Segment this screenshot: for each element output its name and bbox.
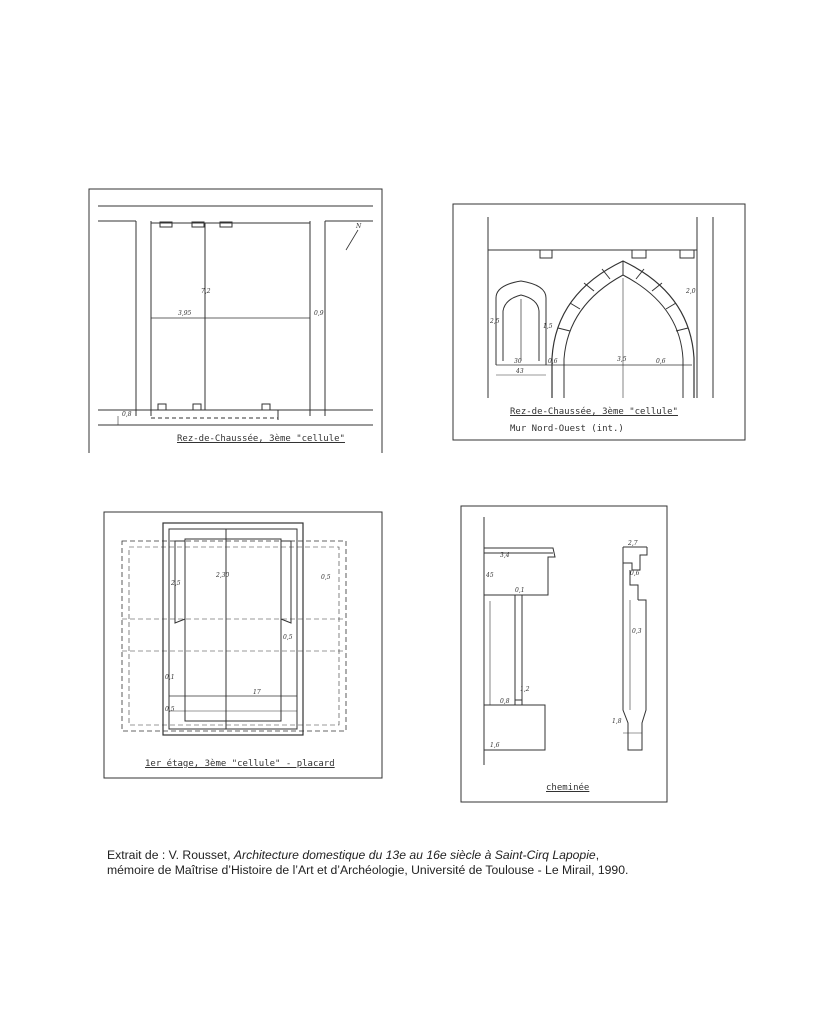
svg-text:7,2: 7,2: [201, 288, 211, 295]
svg-text:0,1: 0,1: [165, 674, 175, 681]
placard-drawing: 2,5 2,30 0,5 0,5 17 0,1 0,5: [103, 511, 383, 779]
svg-text:3,5: 3,5: [617, 356, 627, 363]
figure-plan-rdc: N 7,2 3,95 0,9 0,8 Rez-de-Chaussée, 3ème…: [88, 188, 388, 463]
svg-text:0,3: 0,3: [632, 628, 642, 635]
svg-text:2,0: 2,0: [685, 288, 696, 295]
svg-text:30: 30: [514, 358, 522, 365]
figure-caption: cheminée: [546, 783, 590, 793]
svg-text:0,9: 0,9: [314, 310, 324, 317]
elevation-drawing: 30 0,6 3,5 0,6 43 2,5 1,5 2,0: [452, 203, 746, 441]
svg-text:0,8: 0,8: [500, 698, 510, 705]
citation: Extrait de : V. Rousset, Architecture do…: [107, 848, 747, 878]
svg-text:1,2: 1,2: [520, 686, 530, 693]
figure-caption: 1er étage, 3ème "cellule" - placard: [145, 759, 335, 769]
citation-title: Architecture domestique du 13e au 16e si…: [233, 848, 596, 862]
figure-cheminee: 3,4 45 0,1 1,2 0,8 1,6 2,7 0,6 0,3 1,8 c…: [460, 505, 670, 805]
figure-caption: Rez-de-Chaussée, 3ème "cellule": [177, 434, 345, 444]
svg-text:0,5: 0,5: [165, 706, 175, 713]
svg-text:0,8: 0,8: [122, 411, 132, 418]
plan-rdc-drawing: N 7,2 3,95 0,9 0,8: [88, 188, 383, 453]
svg-text:17: 17: [253, 689, 261, 696]
citation-line1-end: ,: [595, 848, 600, 862]
svg-text:2,30: 2,30: [215, 572, 230, 579]
figure-caption-line2: Mur Nord-Ouest (int.): [510, 424, 624, 434]
cheminee-drawing: 3,4 45 0,1 1,2 0,8 1,6 2,7 0,6 0,3 1,8: [460, 505, 668, 803]
svg-text:0,6: 0,6: [656, 358, 666, 365]
svg-text:3,4: 3,4: [500, 552, 510, 559]
svg-text:1,5: 1,5: [543, 323, 553, 330]
svg-text:2,7: 2,7: [627, 540, 638, 547]
svg-text:0,5: 0,5: [283, 634, 293, 641]
svg-text:0,6: 0,6: [630, 570, 640, 577]
svg-text:0,5: 0,5: [321, 574, 331, 581]
citation-prefix: Extrait de : V. Rousset,: [107, 848, 234, 862]
figure-caption: Rez-de-Chaussée, 3ème "cellule": [510, 407, 678, 417]
figure-elevation-nw: 30 0,6 3,5 0,6 43 2,5 1,5 2,0 Rez-de-Cha…: [452, 203, 748, 443]
svg-text:3,95: 3,95: [178, 310, 192, 317]
svg-text:2,5: 2,5: [489, 318, 500, 325]
citation-line-1: Extrait de : V. Rousset, Architecture do…: [107, 848, 747, 863]
svg-text:0,1: 0,1: [515, 587, 525, 594]
svg-text:0,6: 0,6: [548, 358, 558, 365]
svg-text:2,5: 2,5: [170, 580, 181, 587]
svg-text:45: 45: [485, 572, 494, 579]
svg-text:N: N: [355, 223, 362, 230]
svg-text:43: 43: [515, 368, 524, 375]
figure-placard: 2,5 2,30 0,5 0,5 17 0,1 0,5 1er étage, 3…: [103, 511, 385, 781]
svg-text:1,6: 1,6: [490, 742, 500, 749]
citation-line-2: mémoire de Maîtrise d’Histoire de l’Art …: [107, 863, 629, 877]
svg-text:1,8: 1,8: [612, 718, 622, 725]
